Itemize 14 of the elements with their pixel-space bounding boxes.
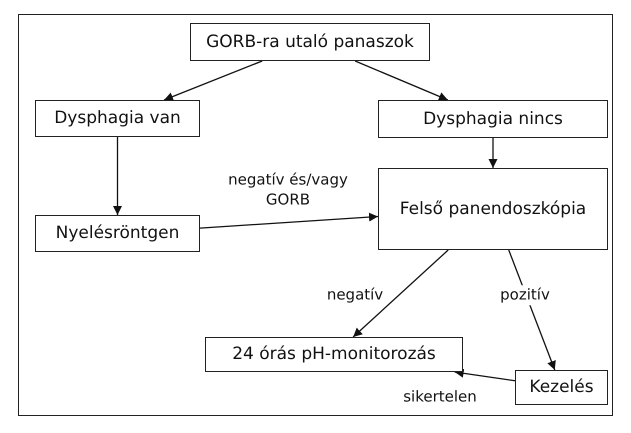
process-box: Felső panendoszkópia <box>378 168 608 250</box>
arrow <box>354 60 448 101</box>
process-box: Dysphagia nincs <box>378 100 608 138</box>
arrow <box>113 137 122 215</box>
arrow <box>352 250 449 338</box>
process-box: Dysphagia van <box>35 100 200 137</box>
process-box: Nyelésröntgen <box>35 215 200 252</box>
arrow <box>164 60 262 101</box>
process-box: GORB-ra utaló panaszok <box>190 23 430 61</box>
process-box: Kezelés <box>515 370 608 405</box>
arrow <box>200 212 378 229</box>
process-box: 24 órás pH-monitorozás <box>205 337 463 372</box>
edge-label: pozitív <box>498 285 552 305</box>
arrow <box>488 138 498 168</box>
